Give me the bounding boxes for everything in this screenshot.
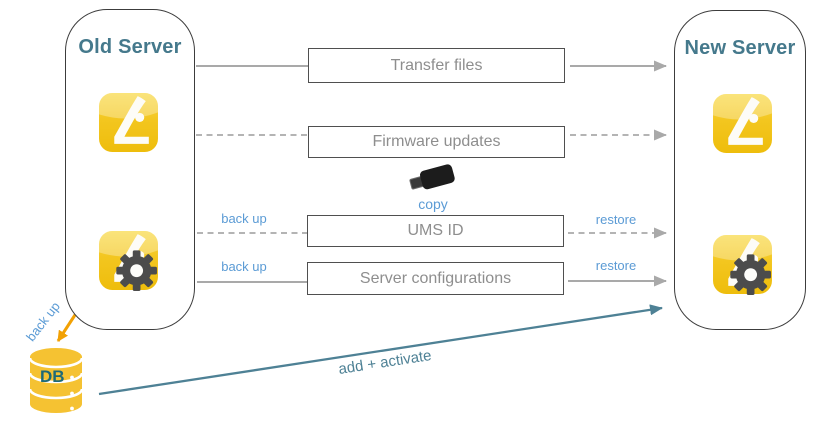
step-label: Server configurations <box>359 269 512 287</box>
step-label: UMS ID <box>407 222 464 239</box>
copy-label: copy <box>418 196 448 212</box>
backup-label-ums-id: back up <box>221 211 267 226</box>
db-label: DB <box>40 367 65 386</box>
new-server-title: New Server <box>684 37 796 59</box>
usb-stick-icon <box>409 164 455 190</box>
ums-app-icon-old <box>98 92 159 153</box>
step-box-server-configurations: Server configurations <box>307 262 564 295</box>
arrow-add-activate <box>98 304 663 396</box>
db-backup-label: back up <box>23 298 63 345</box>
restore-label-ums-id: restore <box>595 212 637 227</box>
add-activate-label: add + activate <box>337 347 433 378</box>
database-icon: DB <box>28 348 84 413</box>
ums-app-icon-new <box>712 93 773 154</box>
step-box-transfer-files: Transfer files <box>308 48 565 83</box>
backup-label-server-configs: back up <box>221 259 267 274</box>
ums-config-gear-icon-new <box>712 234 773 295</box>
step-label: Firmware updates <box>372 133 501 150</box>
old-server-title: Old Server <box>78 36 182 58</box>
restore-label-server-configs: restore <box>595 258 637 273</box>
step-label: Transfer files <box>390 56 483 74</box>
step-box-firmware-updates: Firmware updates <box>308 126 565 158</box>
step-box-ums-id: UMS ID <box>307 215 564 247</box>
ums-config-gear-icon-old <box>98 230 159 291</box>
